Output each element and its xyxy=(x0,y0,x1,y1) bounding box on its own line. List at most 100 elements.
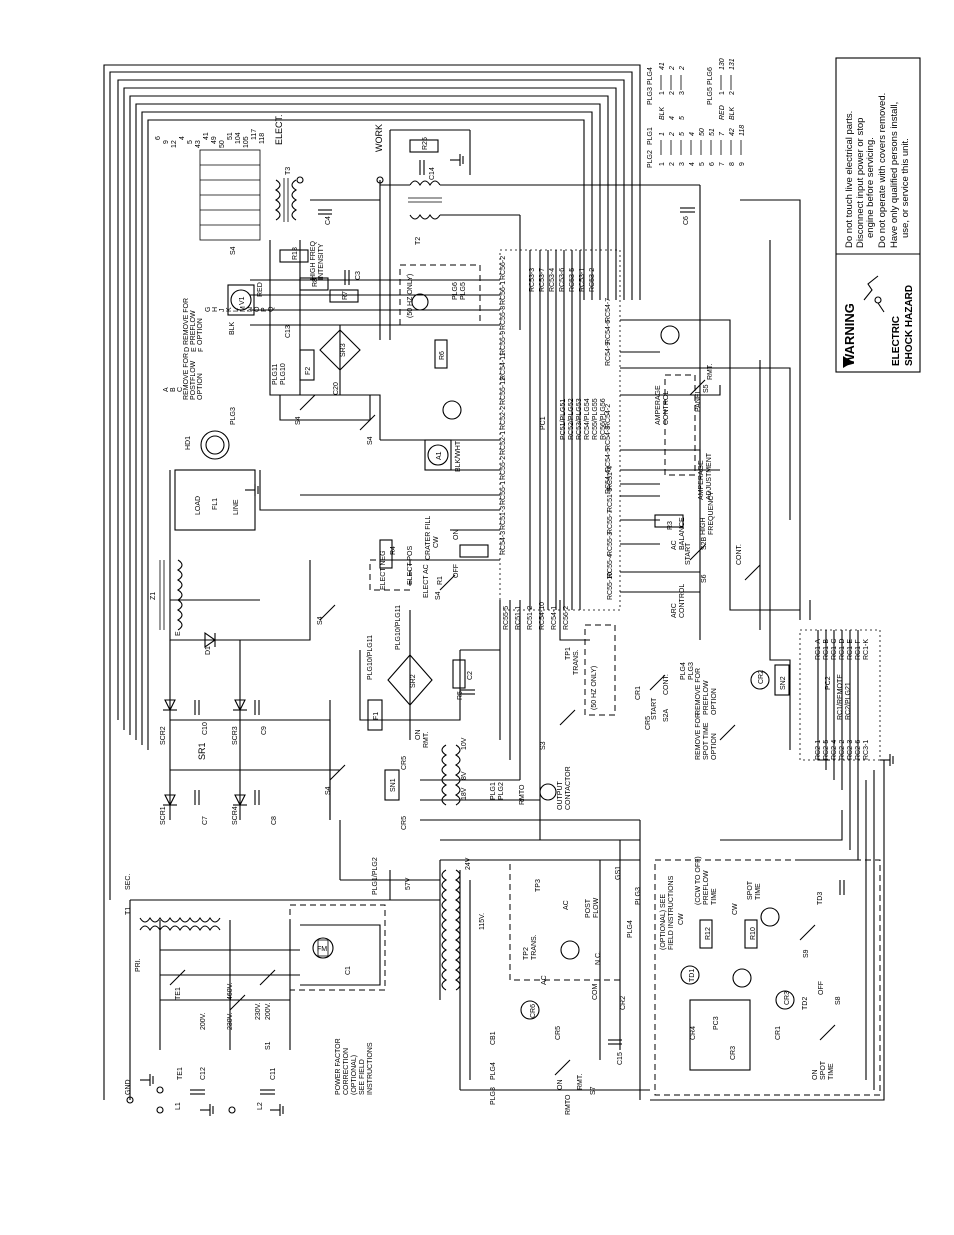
s5-label: S5 xyxy=(703,384,710,393)
tap-number: 105 xyxy=(243,136,250,148)
plug-wire: 42 xyxy=(729,128,736,136)
output-contactor-2: CONTACTOR xyxy=(565,766,572,810)
tap-number: 6 xyxy=(155,136,162,140)
c1-label: C1 xyxy=(345,966,352,975)
tap-letter: J xyxy=(219,309,226,313)
preflow-time-3: TIME xyxy=(711,888,718,905)
capacitors xyxy=(190,160,845,1095)
pc1-label: PC1 xyxy=(540,416,547,430)
rmto-lower-label: RMTO xyxy=(565,1094,572,1115)
spot-time-2: TIME xyxy=(755,883,762,900)
te1-lower-label: TE1 xyxy=(177,1067,184,1080)
output-contactor-1: OUTPUT xyxy=(557,781,564,811)
tap-letter: E xyxy=(191,347,198,352)
plg4-mid-label: PLG4 xyxy=(680,662,687,680)
plug-wire: 7 xyxy=(719,131,726,136)
plug6-wire: 131 xyxy=(729,58,736,70)
fm-label: FM xyxy=(317,946,327,953)
r5-label: R5 xyxy=(457,691,464,700)
d1-diode xyxy=(204,631,216,649)
tap-letter: H xyxy=(212,307,219,312)
panel-label: PANEL xyxy=(695,389,702,412)
plg4-lower-label: PLG4 xyxy=(490,1062,497,1080)
cr5-mid-label: CR5 xyxy=(645,716,652,730)
pc2-rc2-label: RC3-1 xyxy=(863,740,870,760)
on-s3-lower-label: ON xyxy=(557,1080,564,1091)
warning-subtitle-1: ELECTRIC xyxy=(891,316,902,366)
pc1-rc-left-label: RC52-2 xyxy=(500,406,507,430)
v10-label: 10V xyxy=(461,737,468,750)
pc1-rc-top-label: RC53-5 xyxy=(569,268,576,292)
remove-postflow-3: OPTION xyxy=(197,373,204,400)
pf-note-2: CORRECTION xyxy=(343,1048,350,1095)
cw-lower-label: CW xyxy=(732,903,739,915)
plug-pin: 5 xyxy=(699,162,706,166)
elect-terminal-label: ELECT. xyxy=(274,114,284,145)
cr4-label: CR4 xyxy=(690,1026,697,1040)
main-wiring xyxy=(103,64,885,1101)
spot-time-1: SPOT xyxy=(747,880,754,900)
fl1-line-label: LINE xyxy=(233,499,240,515)
plg10-plg11-label: PLG10/PLG11 xyxy=(367,635,374,680)
on-lower-label: ON xyxy=(812,1070,819,1081)
pc1-rc-left-label: RC55-2 xyxy=(500,456,507,480)
tap-letter: K xyxy=(226,307,233,312)
scr4-label: SCR4 xyxy=(232,806,239,825)
cr3-lower-label: CR3 xyxy=(730,1046,737,1060)
on-label: ON xyxy=(453,530,460,541)
com-label: COM xyxy=(592,984,599,1001)
crater-fill-label: CRATER FILL xyxy=(425,516,432,560)
pc1-rc-bottom-label: RC55-5 xyxy=(503,606,510,630)
optional-note-1: (OPTIONAL) SEE xyxy=(660,894,667,950)
plug3-pin: 1 xyxy=(659,91,666,95)
tap-number: 41 xyxy=(203,132,210,140)
pc1-plug-label: RC52/PLG52 xyxy=(568,398,575,440)
tap-letter: F xyxy=(198,348,205,352)
r8-label: R8 xyxy=(312,278,319,287)
plug-pin: 4 xyxy=(689,162,696,166)
plg10-plg11-top-label: PLG10/PLG11 xyxy=(395,605,402,650)
tap-letter: L xyxy=(233,308,240,312)
pc1-rc-right-label: RC55-3 xyxy=(607,532,614,556)
arc-control-2: CONTROL xyxy=(679,584,686,618)
tp-ac-label: AC xyxy=(563,900,570,910)
plug-wire: 51 xyxy=(709,128,716,136)
scr3-label: SCR3 xyxy=(232,726,239,745)
cr1-lower-label: CR1 xyxy=(775,1026,782,1040)
c7-label: C7 xyxy=(202,816,209,825)
amperage-adjust-2: ADJUSTMENT xyxy=(706,452,713,500)
pc3-board xyxy=(689,999,751,1071)
plug-pin: 6 xyxy=(709,162,716,166)
high-freq-1: HIGH xyxy=(700,518,707,536)
pc2-rc2-label: RC2-5 xyxy=(823,740,830,760)
tap-letter: D xyxy=(184,347,191,352)
r25-label: R25 xyxy=(422,137,429,150)
pc1-rc-left-label: RC54-3 xyxy=(500,531,507,555)
plug-wire: 4 xyxy=(689,132,696,136)
remove-preflow-3: OPTION xyxy=(197,318,204,345)
t3-transformer xyxy=(274,178,298,222)
plug4-wire: 41 xyxy=(659,62,666,70)
tap-number: 43 xyxy=(195,140,202,148)
plg2-label: PLG2 xyxy=(498,782,505,800)
s6-label: S6 xyxy=(701,574,708,583)
pc1-rc-left-label: RC54-11 xyxy=(500,352,507,380)
tap-letter: N xyxy=(247,307,254,312)
off-lower-label: OFF xyxy=(818,981,825,995)
plg3-gs1-label: PLG3 xyxy=(635,887,642,905)
cw-lower2-label: CW xyxy=(678,913,685,925)
pc1-rc-top-label: RC53-1 xyxy=(579,268,586,292)
terminal-circles xyxy=(126,176,384,1114)
tap-number: 51 xyxy=(227,132,234,140)
v200-label: 200V. xyxy=(200,1012,207,1030)
pc1-plug-label: RC54/PLG54 xyxy=(584,398,591,440)
pc1-rc-right-label: RC55-4 xyxy=(607,554,614,578)
l1-label: L1 xyxy=(175,1102,182,1110)
rmt-label: RMT. xyxy=(707,364,714,380)
remove-spot-3: OPTION xyxy=(711,733,718,760)
remove-postflow-1: REMOVE FOR xyxy=(183,353,190,400)
s3-label: S3 xyxy=(540,741,547,750)
plug5-pin: 1 xyxy=(719,91,726,95)
warning-bullet-6: use, or service this unit. xyxy=(900,138,911,238)
plug3-wire: 4 xyxy=(669,116,676,120)
